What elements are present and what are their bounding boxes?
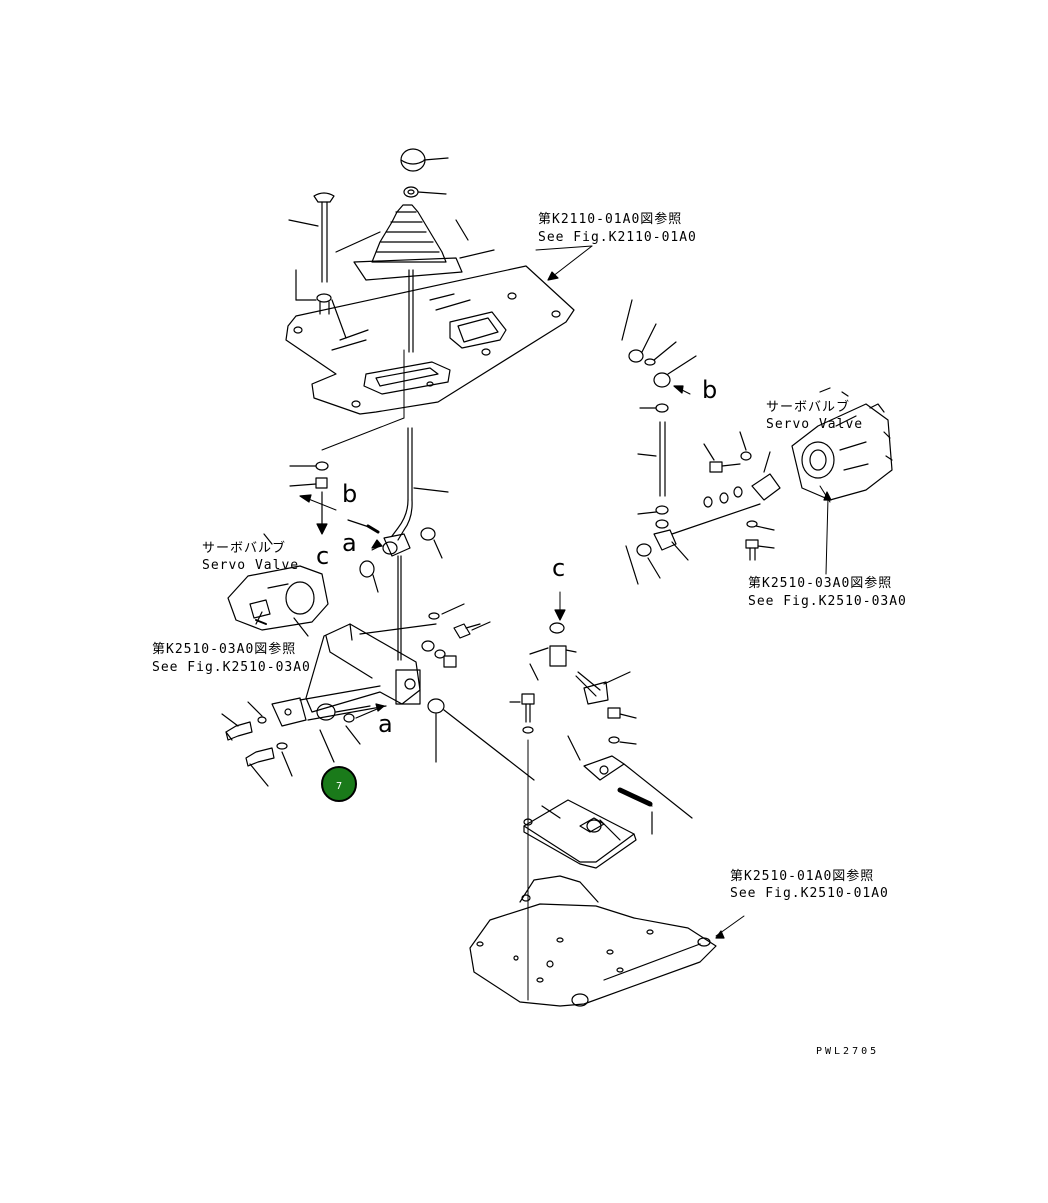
callout-number[interactable]: 7 (336, 781, 342, 792)
lever-stand (523, 799, 637, 869)
floor-plate (285, 265, 575, 415)
rod-assembly-right (621, 299, 781, 585)
servo-left-en: Servo Valve (202, 558, 299, 573)
shift-knob-assembly (335, 148, 495, 353)
drawing-code: PWL2705 (816, 1046, 879, 1057)
ref-top-jp: 第K2110-01A0図参照 (538, 211, 682, 227)
servo-right-en: Servo Valve (766, 417, 863, 432)
bolt-right-of-bracket (359, 603, 491, 668)
connector-letter-b2: b (702, 376, 717, 404)
rod-link-center (427, 698, 535, 781)
connector-letter-a1: a (342, 529, 357, 557)
servo-left-jp: サーボバルブ (202, 540, 286, 556)
ref-right-en: See Fig.K2510-03A0 (748, 594, 907, 609)
callout-marker-7[interactable] (321, 766, 357, 802)
control-lever-bracket (271, 623, 421, 763)
servo-right-jp: サーボバルブ (766, 399, 850, 415)
t-bolt (288, 192, 347, 339)
connector-letter-c1: c (316, 542, 329, 570)
ref-top-en: See Fig.K2110-01A0 (538, 230, 697, 245)
ref-bottom-en: See Fig.K2510-01A0 (730, 886, 889, 901)
ref-right-jp: 第K2510-03A0図参照 (748, 575, 892, 591)
nut-pair-left (289, 461, 329, 535)
base-plate (469, 739, 745, 1007)
ref-left-en: See Fig.K2510-03A0 (152, 660, 311, 675)
bolts-lower-left (221, 701, 385, 787)
connector-letter-c2: c (552, 554, 565, 582)
connector-letter-a2: a (378, 710, 393, 738)
shift-rod (347, 427, 449, 661)
servo-valve-left (227, 533, 329, 637)
link-parts-center (509, 591, 693, 835)
ref-left-jp: 第K2510-03A0図参照 (152, 641, 296, 657)
servo-valve-right (791, 387, 893, 575)
ref-bottom-jp: 第K2510-01A0図参照 (730, 868, 874, 884)
connector-letter-b1: b (342, 480, 357, 508)
